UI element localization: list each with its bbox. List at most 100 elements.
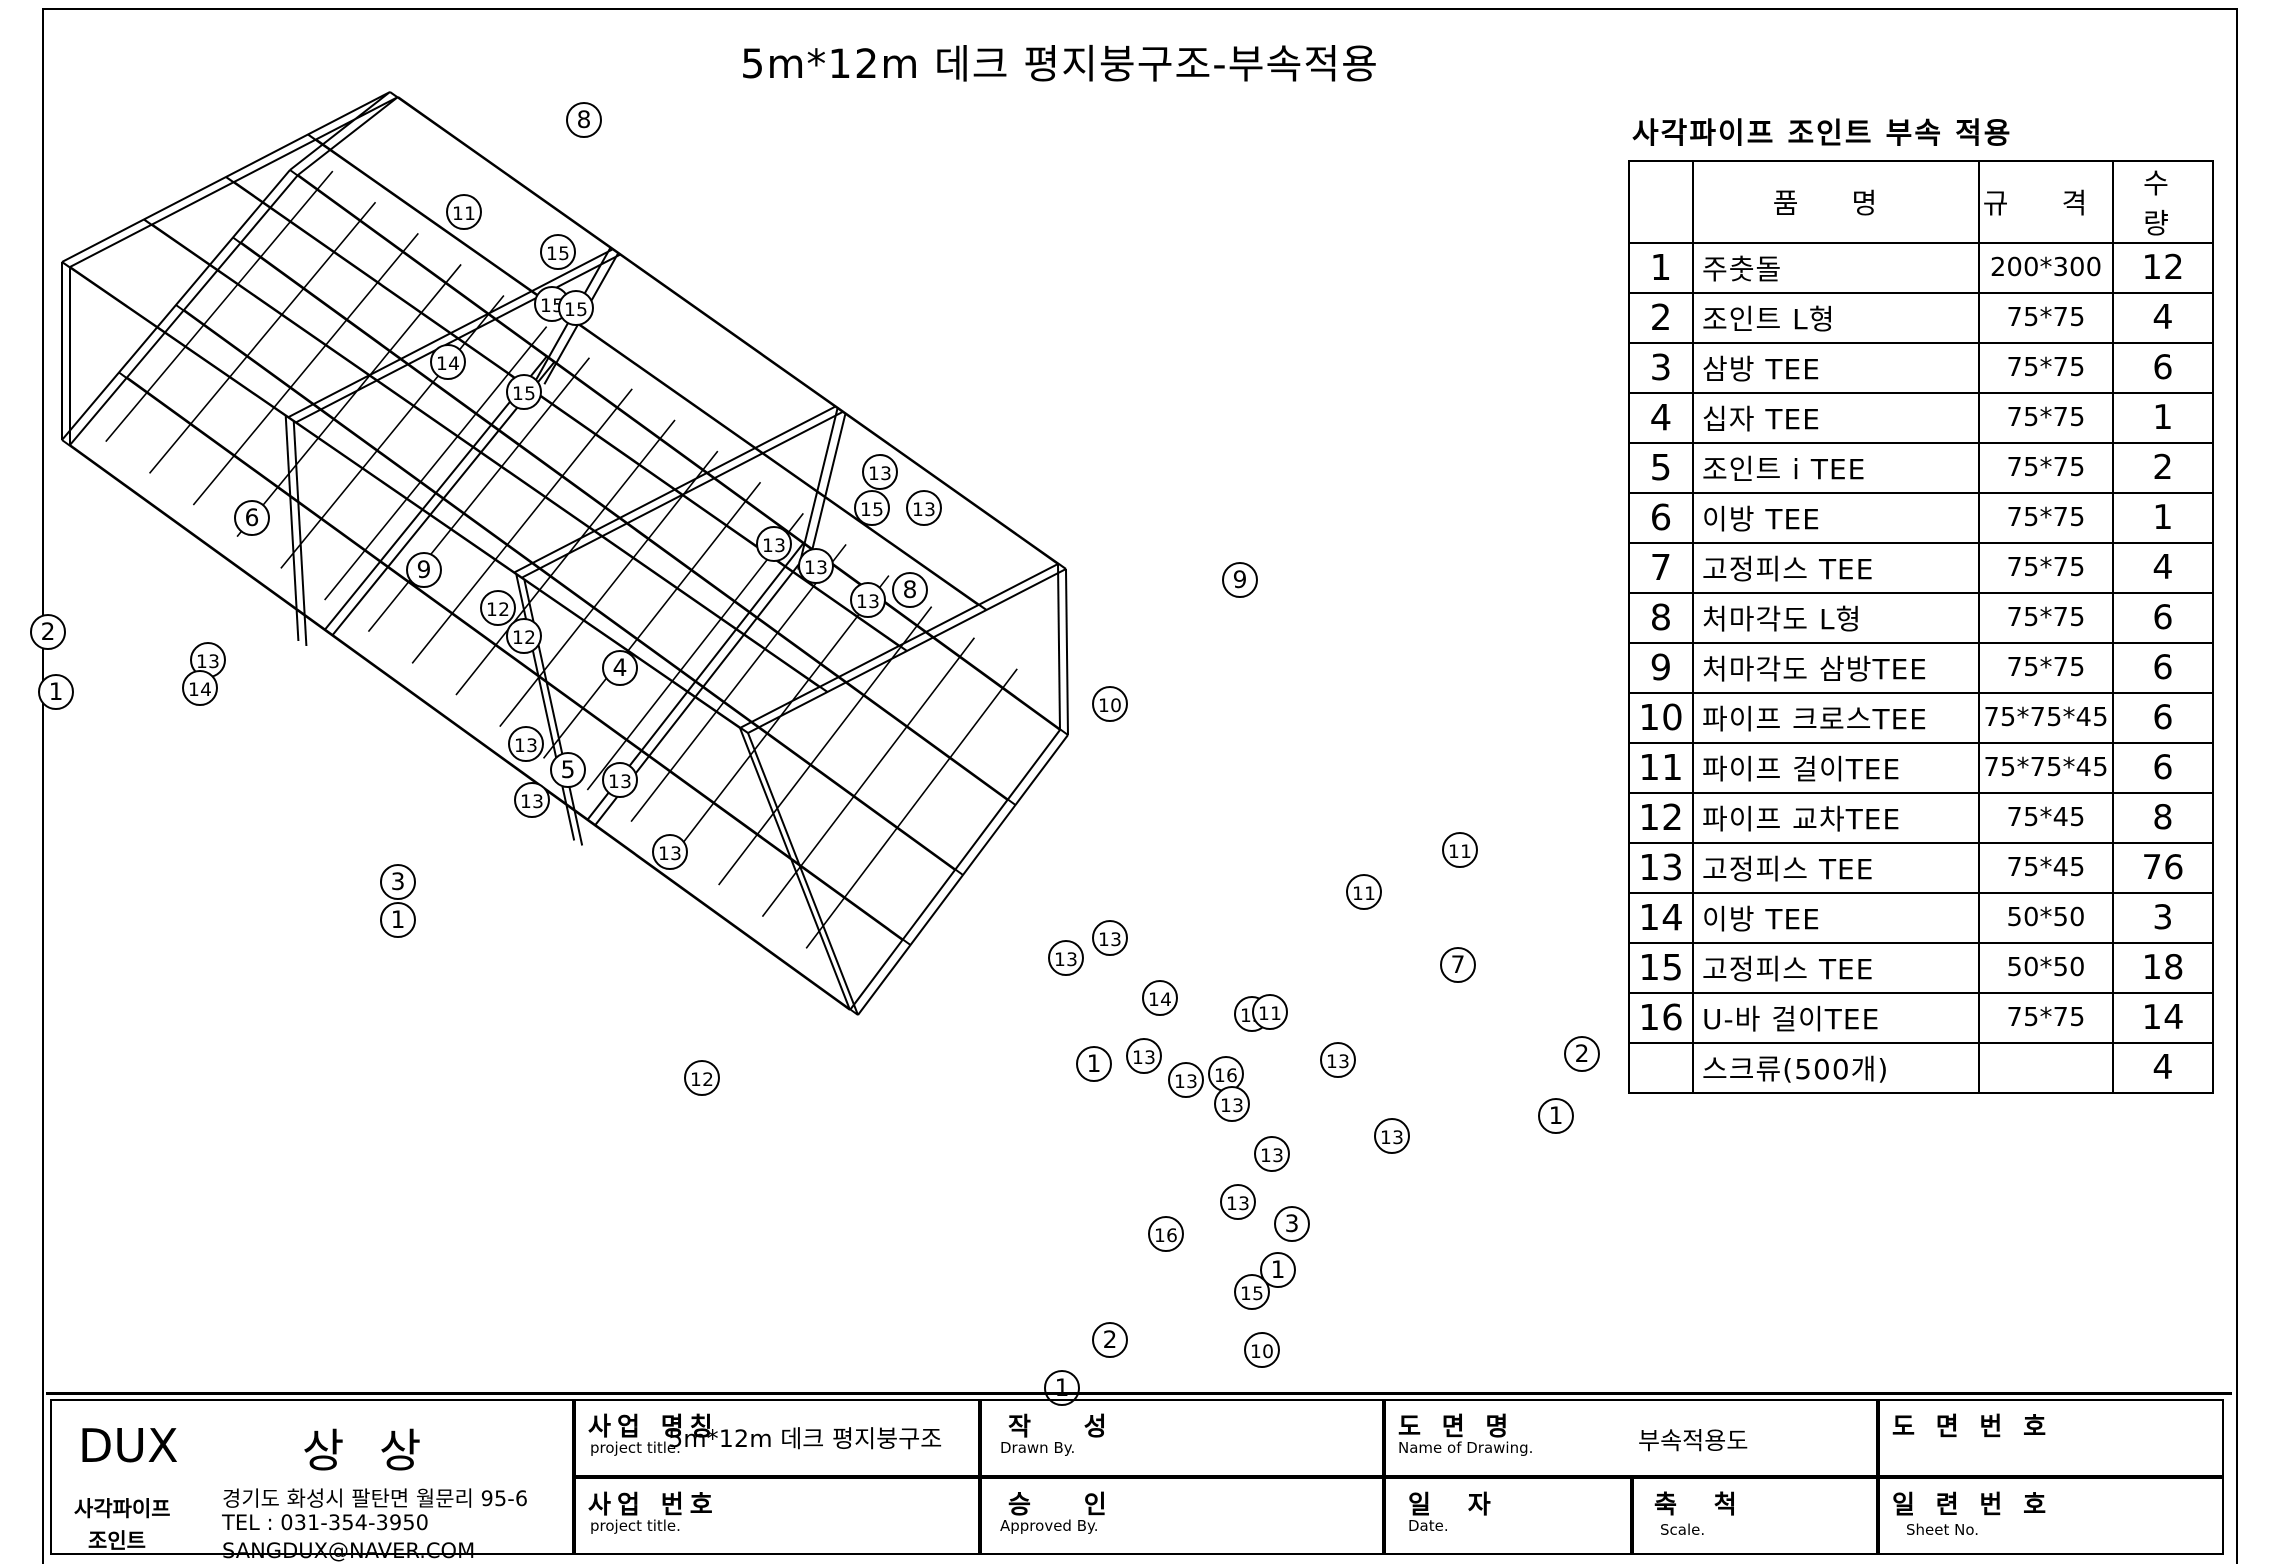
bom-row-qty: 4	[2112, 1042, 2214, 1094]
callout-number: 13	[856, 591, 880, 613]
bom-row-name: 파이프 교차TEE	[1692, 792, 1980, 844]
drawing-name-label: 도 면 명	[1398, 1412, 1515, 1441]
pipe-line	[69, 266, 749, 734]
callout-number: 15	[540, 295, 564, 317]
pipe-line	[183, 309, 964, 876]
part-callout: 13	[1092, 920, 1128, 956]
callout-number: 13	[1226, 1193, 1250, 1215]
project-no-label: 사업 번호	[588, 1490, 719, 1519]
callout-circle	[1220, 1184, 1256, 1220]
pipe-line	[192, 232, 419, 506]
pipe-line	[630, 543, 847, 823]
callout-circle	[892, 572, 928, 608]
part-callout: 9	[406, 552, 442, 588]
pipe-line	[315, 138, 988, 611]
callout-number: 1	[1270, 1256, 1285, 1284]
callout-circle	[1092, 686, 1128, 722]
pipe-line	[674, 575, 890, 854]
bom-row-spec: 50*50	[1978, 892, 2114, 944]
callout-number: 1	[390, 906, 405, 934]
part-callout: 11	[446, 194, 482, 230]
bom-row-no: 9	[1628, 642, 1694, 694]
pipe-structure	[61, 91, 1069, 1016]
part-callout: 11	[1252, 994, 1288, 1030]
callout-number: 3	[1284, 1210, 1299, 1238]
callout-number: 11	[452, 203, 476, 225]
part-callout: 13	[1126, 1038, 1162, 1074]
callout-circle	[854, 490, 890, 526]
bom-row-spec: 75*75	[1978, 592, 2114, 644]
bom-row-no	[1628, 1042, 1694, 1094]
callout-circle	[1260, 1252, 1296, 1288]
drawing-no-label: 도 면 번 호	[1892, 1412, 2053, 1441]
bom-row: 스크류(500개)4	[1628, 1042, 2214, 1094]
callout-number: 15	[512, 383, 536, 405]
company-tel: TEL : 031-354-3950	[222, 1511, 429, 1535]
pipe-line	[1057, 563, 1061, 731]
brand-logo-text: DUX	[78, 1419, 179, 1473]
callout-number: 8	[902, 576, 917, 604]
part-callout: 4	[602, 650, 638, 686]
part-callout: 16	[1148, 1216, 1184, 1252]
callout-circle	[850, 582, 886, 618]
callout-number: 12	[486, 599, 510, 621]
drawing-name-cell: 도 면 명 Name of Drawing. 부속적용도	[1384, 1399, 1878, 1477]
company-line1: 사각파이프	[74, 1497, 171, 1521]
bom-row-name: 고정피스 TEE	[1692, 842, 1980, 894]
part-callout: 16	[1208, 1056, 1244, 1092]
part-callout: 13	[862, 454, 898, 490]
callout-number: 14	[1148, 989, 1172, 1011]
callout-circle	[234, 500, 270, 536]
part-callout: 1	[1260, 1252, 1296, 1288]
bom-row-qty: 6	[2112, 342, 2214, 394]
callout-circle	[380, 902, 416, 938]
callout-number: 11	[1448, 841, 1472, 863]
brand-korean: 상 상	[302, 1424, 432, 1478]
bom-row-no: 10	[1628, 692, 1694, 744]
pipe-line	[289, 91, 391, 171]
bom-row-spec: 75*75	[1978, 442, 2114, 494]
callout-number: 6	[244, 504, 259, 532]
bom-row-no: 7	[1628, 542, 1694, 594]
part-callout: 11	[1346, 874, 1382, 910]
pipe-line	[397, 96, 1067, 570]
bom-row-qty: 4	[2112, 292, 2214, 344]
callout-number: 13	[868, 463, 892, 485]
bom-row-name: 삼방 TEE	[1692, 342, 1980, 394]
part-callout: 13	[1048, 940, 1084, 976]
pipe-line	[805, 413, 847, 575]
callout-circle	[1442, 832, 1478, 868]
callout-circle	[406, 552, 442, 588]
bom-header-spec: 규 격	[1978, 160, 2114, 244]
bom-row-name: 주춧돌	[1692, 242, 1980, 294]
pipe-line	[324, 326, 548, 601]
part-callout: 13	[1220, 1184, 1256, 1220]
callout-circle	[506, 618, 542, 654]
callout-number: 13	[520, 791, 544, 813]
bom-row-name: 조인트 i TEE	[1692, 442, 1980, 494]
part-callout: 3	[1274, 1206, 1310, 1242]
part-callout: 15	[540, 234, 576, 270]
bom-row-qty: 6	[2112, 642, 2214, 694]
part-callout: 10	[1092, 686, 1128, 722]
callout-number: 7	[1450, 951, 1465, 979]
bom-row-qty: 1	[2112, 492, 2214, 544]
bom-row-name: 이방 TEE	[1692, 492, 1980, 544]
project-name-label-en: project title.	[590, 1439, 681, 1457]
project-no-cell: 사업 번호 project title.	[574, 1477, 980, 1555]
bom-row-name: 파이프 걸이TEE	[1692, 742, 1980, 794]
bom-row-name: 처마각도 삼방TEE	[1692, 642, 1980, 694]
bom-row-qty: 12	[2112, 242, 2214, 294]
pipe-line	[718, 606, 933, 886]
callout-circle	[1538, 1098, 1574, 1134]
date-label: 일 자	[1408, 1490, 1505, 1519]
project-name-label: 사업 명칭	[588, 1412, 719, 1441]
callout-circle	[1320, 1042, 1356, 1078]
bom-row-qty: 2	[2112, 442, 2214, 494]
callout-circle	[1044, 1370, 1080, 1406]
